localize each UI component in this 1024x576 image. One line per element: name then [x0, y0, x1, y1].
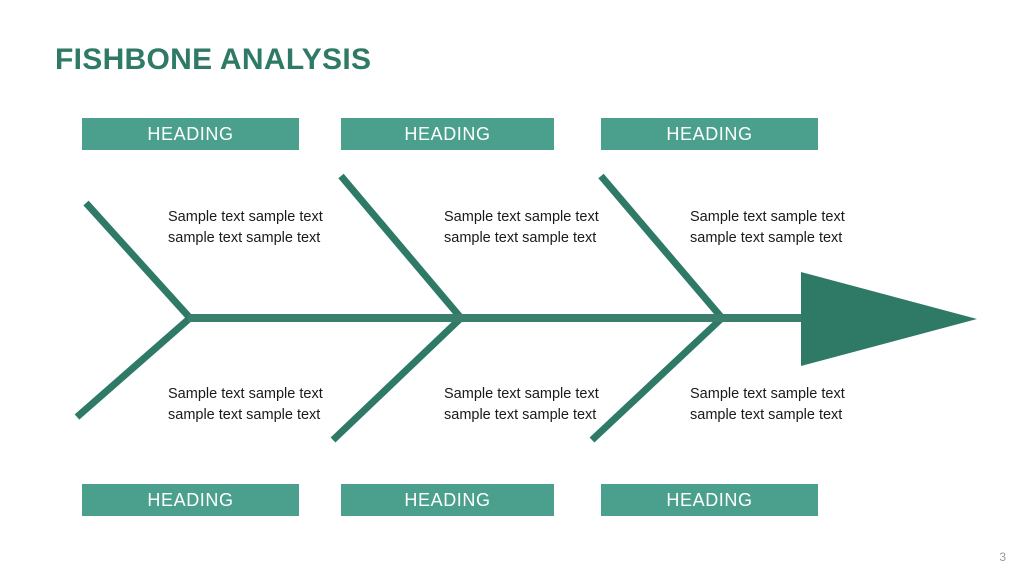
heading-box-top-center[interactable]: HEADING — [341, 118, 554, 150]
bone-bottom-right — [589, 315, 725, 443]
page-number: 3 — [999, 550, 1006, 564]
heading-box-bottom-right[interactable]: HEADING — [601, 484, 818, 516]
heading-box-bottom-center[interactable]: HEADING — [341, 484, 554, 516]
heading-label: HEADING — [147, 123, 234, 144]
bone-bottom-center — [330, 315, 464, 443]
heading-box-top-right[interactable]: HEADING — [601, 118, 818, 150]
heading-box-bottom-left[interactable]: HEADING — [82, 484, 299, 516]
bone-top-right — [598, 173, 725, 321]
heading-label: HEADING — [147, 489, 234, 510]
description-top-left: Sample text sample text sample text samp… — [168, 209, 323, 246]
heading-label: HEADING — [404, 123, 491, 144]
description-top-center: Sample text sample text sample text samp… — [444, 209, 599, 246]
bone-top-left — [83, 200, 193, 321]
heading-label: HEADING — [404, 489, 491, 510]
heading-label: HEADING — [666, 123, 753, 144]
description-bottom-left: Sample text sample text sample text samp… — [168, 386, 323, 423]
page-title: FISHBONE ANALYSIS — [55, 43, 372, 76]
bone-top-center — [338, 173, 464, 321]
bone-bottom-left — [74, 315, 193, 420]
heading-box-top-left[interactable]: HEADING — [82, 118, 299, 150]
description-top-right: Sample text sample text sample text samp… — [690, 209, 845, 246]
arrow-head-icon — [801, 272, 977, 366]
description-bottom-center: Sample text sample text sample text samp… — [444, 386, 599, 423]
heading-label: HEADING — [666, 489, 753, 510]
description-bottom-right: Sample text sample text sample text samp… — [690, 386, 845, 423]
